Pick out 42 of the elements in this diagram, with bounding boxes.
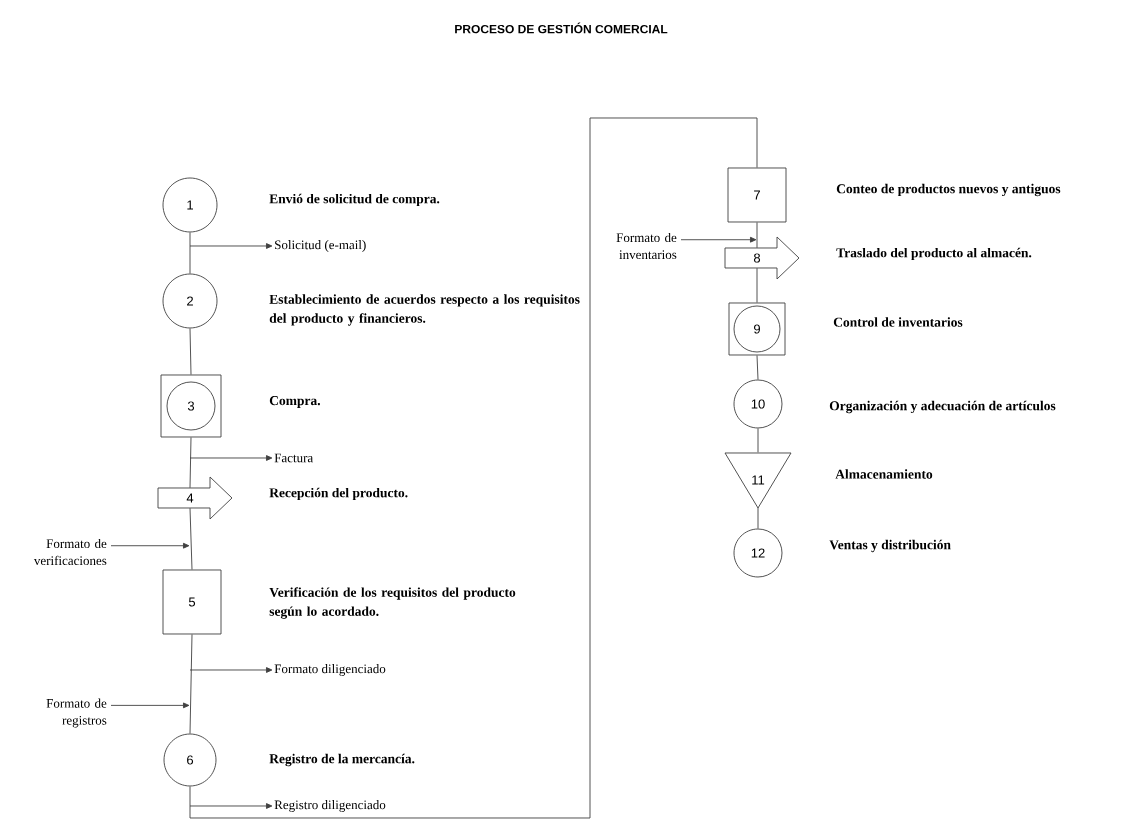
step-description: Ventas y distribución [829,539,951,553]
input-label: Formato de verificaciones [33,538,107,566]
connector-line [756,222,758,249]
step-description: Control de inventarios [833,317,963,327]
output-label: Formato diligenciado [274,664,386,676]
step-description: Establecimiento de acuerdos respecto a los requisitos del producto y financieros. [269,294,580,326]
title: PROCESO DE GESTIÓN COMERCIAL [455,22,668,34]
connector-line [189,634,193,734]
arrow [189,455,273,461]
connector-line [757,507,759,529]
arrow [189,803,273,809]
arrow [189,667,273,673]
connector-line [189,232,191,274]
step-description: Verificación de los requisitos del producto según lo acordado. [269,587,516,619]
input-label: Formato de registros [46,698,107,728]
output-label: Registro diligenciado [274,800,386,812]
connector-line [189,507,193,570]
step-description: Registro de la mercancía. [269,753,415,767]
connector-line [189,117,758,819]
step-description: Almacenamiento [835,469,933,479]
connector-line [757,428,759,453]
arrow [110,702,190,709]
step-description: Organización y adecuación de artículos [829,400,1056,414]
output-label: Solicitud (e-mail) [275,240,366,252]
arrow [189,243,273,249]
arrow [110,542,190,549]
connector-line [189,328,192,375]
arrow [680,236,757,243]
storage-triangle: 11 [724,452,792,509]
step-description: Traslado del producto al almacén. [836,247,1032,261]
process-box: 7 [727,167,787,223]
connector-line [756,355,759,380]
connector-line [189,437,192,489]
input-label: Formato de inventarios [616,232,677,260]
process-frame [160,374,222,438]
step-description: Envió de solicitud de compra. [269,193,440,207]
output-label: Factura [274,453,313,463]
step-description: Recepción del producto. [269,487,408,501]
step-description: Compra. [269,396,320,408]
step-description: Conteo de productos nuevos y antiguos [836,183,1061,197]
process-box: 5 [162,569,222,635]
connector-line [756,267,758,303]
